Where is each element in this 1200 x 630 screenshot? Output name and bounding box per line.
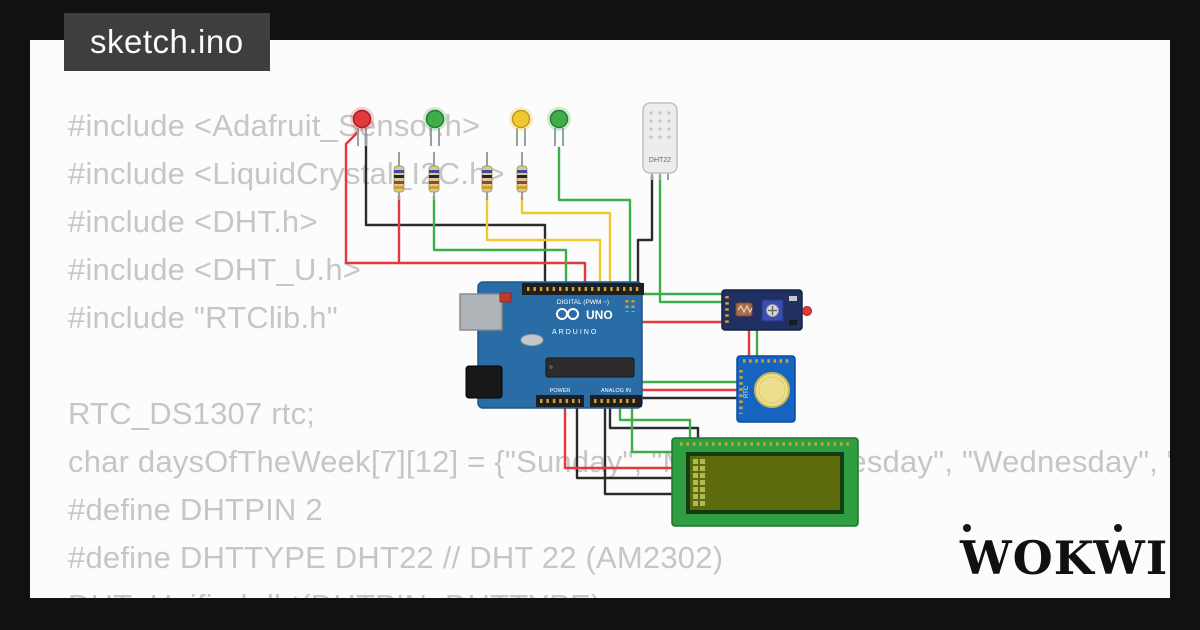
- code-line: RTC_DS1307 rtc;: [68, 396, 316, 431]
- model-label: UNO: [586, 308, 613, 322]
- code-snippet: #include <Adafruit_Sensor.h> #include <L…: [68, 102, 1170, 598]
- arduino-logo-icon: [556, 308, 579, 320]
- arduino-uno[interactable]: DIGITAL (PWM ~) UNO ARDUINO POWER ANALOG…: [459, 281, 644, 409]
- resistor-4[interactable]: [516, 152, 528, 200]
- crystal: [520, 334, 544, 346]
- coin-battery: [754, 372, 790, 408]
- mcu-chip: [545, 357, 635, 378]
- circuit-diagram: DHT22 DIGITAL (PWM ~) UNO ARDUINO: [344, 102, 859, 527]
- digital-label: DIGITAL (PWM ~): [557, 299, 609, 306]
- resistor-2[interactable]: [428, 152, 440, 200]
- wires-green: [432, 146, 759, 454]
- code-line: #define DHTPIN 2: [68, 492, 323, 527]
- wire: [618, 404, 692, 443]
- photoresistor: [735, 302, 753, 317]
- analog-label: ANALOG IN: [601, 388, 631, 394]
- brand-label: ARDUINO: [552, 329, 598, 336]
- wire: [364, 132, 547, 289]
- resistor-3[interactable]: [481, 152, 493, 200]
- led-green-1[interactable]: [423, 107, 447, 146]
- analog-header: [590, 395, 642, 407]
- resistor-1[interactable]: [393, 152, 405, 200]
- led-green-2[interactable]: [547, 107, 571, 146]
- wokwi-logo: WOKWI: [958, 516, 1170, 588]
- wire: [563, 404, 678, 470]
- lcd1602-display[interactable]: [671, 437, 859, 527]
- wire: [432, 194, 568, 289]
- wire: [520, 194, 612, 289]
- preview-canvas: #include <Adafruit_Sensor.h> #include <L…: [30, 40, 1170, 598]
- wire: [344, 130, 587, 289]
- wires-yellow: [485, 194, 612, 289]
- code-line: #include "RTClib.h": [68, 300, 338, 335]
- code-line: #define DHTTYPE DHT22 // DHT 22 (AM2302): [68, 540, 724, 575]
- lcd-pixels: [693, 459, 705, 506]
- code-line: DHT_Unified dht(DHTPIN, DHTTYPE);: [68, 582, 1170, 598]
- code-line: #include <Adafruit_Sensor.h>: [68, 108, 481, 143]
- wire: [485, 194, 602, 289]
- file-tab[interactable]: sketch.ino: [64, 13, 270, 71]
- power-jack: [465, 365, 503, 399]
- wire: [603, 404, 678, 496]
- ldr-module[interactable]: [721, 289, 812, 331]
- led-yellow[interactable]: [509, 107, 533, 146]
- code-line: char daysOfTheWeek[7][12] = {"Sunday", "…: [68, 444, 1170, 479]
- led-red[interactable]: [350, 107, 374, 146]
- digital-header: [522, 283, 644, 295]
- wire: [575, 404, 678, 480]
- module-led: [802, 306, 812, 316]
- dht22-sensor[interactable]: DHT22: [642, 102, 678, 180]
- wire: [658, 174, 726, 304]
- usb-port: [459, 293, 503, 331]
- dht22-label: DHT22: [649, 157, 671, 164]
- wire: [636, 174, 654, 289]
- wires-red: [344, 130, 751, 470]
- code-line: #include <DHT.h>: [68, 204, 318, 239]
- rtc-label: RTC: [744, 385, 750, 398]
- logo-dot: [1114, 524, 1122, 532]
- logo-text: WOKWI: [959, 531, 1168, 585]
- power-label: POWER: [550, 388, 571, 394]
- rtc-module[interactable]: RTC: [736, 355, 796, 423]
- wire: [630, 404, 678, 454]
- lcd-screen: [690, 456, 840, 510]
- wires-black: [364, 132, 741, 496]
- code-line: #include <DHT_U.h>: [68, 252, 362, 287]
- logo-dot: [963, 524, 971, 532]
- reset-button: [499, 292, 512, 303]
- wire: [557, 146, 632, 289]
- wire: [608, 404, 700, 443]
